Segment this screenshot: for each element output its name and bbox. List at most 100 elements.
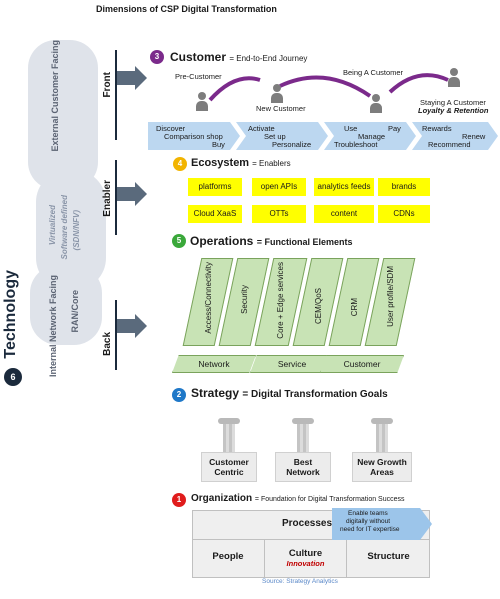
callout-arrow [332,508,432,540]
strategy-subtitle: = Digital Transformation Goals [242,389,388,400]
structure-label: Structure [367,551,410,562]
ecosystem-item: Cloud XaaS [188,205,242,223]
element-security: Security [240,285,249,314]
journey-step-rewards [412,122,498,150]
journey-step-discover [148,122,240,150]
pillar-best-network: Best Network [275,452,331,482]
pillar-icon: Customer Centric [201,418,257,482]
customer-subtitle: = End-to-End Journey [229,54,308,63]
organization-title: Organization [191,493,253,504]
journey-renew: Renew [462,132,486,141]
strategy-title: Strategy [191,386,240,400]
stage-pre-customer: Pre-Customer [175,72,222,81]
stage-staying-customer: Staying A Customer [420,98,486,107]
ecosystem-badge: 4 [173,157,187,171]
ecosystem-title: Ecosystem [191,157,250,169]
pillar-new-growth: New Growth Areas [352,452,412,482]
source-credit: Source: Strategy Analytics [262,578,338,585]
front-line [115,50,117,140]
journey-arcs [208,73,449,102]
layer-front-label: Front [102,72,113,98]
strategy-heading: Strategy = Digital Transformation Goals [191,386,388,400]
back-line [115,300,117,370]
ecosystem-item: content [314,205,374,223]
journey-setup: Set up [264,132,286,141]
journey-personalize: Personalize [272,140,312,149]
stage-new-customer: New Customer [256,104,306,113]
element-crm: CRM [350,298,359,317]
page-title: Dimensions of CSP Digital Transformation [96,4,277,14]
ecosystem-item: analytics feeds [314,178,374,196]
journey-comparison: Comparison shop [164,132,223,141]
ops-base-network: Network [172,355,256,373]
pillar-line: Areas [370,467,394,477]
pillar-line: New Growth [357,457,407,467]
pillar-icon: Best Network [275,418,331,482]
people-cell: People [192,540,264,578]
enabler-line [115,160,117,235]
journey-troubleshoot: Troubleshoot [334,140,378,149]
person-icon [448,68,460,87]
processes-cell [192,510,430,540]
organization-heading: Organization = Foundation for Digital Tr… [191,493,405,504]
ops-base-customer: Customer [320,355,404,373]
ecosystem-item: CDNs [378,205,430,223]
back-arrow-shaft [117,319,135,333]
journey-use: Use [344,124,358,133]
pillar-line: Centric [214,467,244,477]
cloud-lower [30,265,102,345]
callout-line3: need for IT expertise [340,526,400,533]
arrow-right-icon [135,314,147,338]
element-core-edge: Core + Edge services [276,262,285,339]
pillar-customer-centric: Customer Centric [201,452,257,482]
internal-facing-label: Internal Network Facing [48,275,58,378]
person-icon [271,84,283,103]
layer-enabler-label: Enabler [102,180,113,217]
cloud-upper [28,40,98,190]
front-arrow-shaft [117,71,135,85]
pillar-line: Best [293,457,313,467]
customer-title: Customer [170,50,227,64]
arrow-right-icon [135,66,147,90]
pillar-line: Customer [209,457,249,467]
organization-badge: 1 [172,493,186,507]
element-user-profile: User profile/SDM [386,266,395,327]
element-cem-qos: CEM/QoS [314,288,323,325]
operations-subtitle: = Functional Elements [256,237,353,247]
structure-cell: Structure [346,540,430,578]
operations-title: Operations [190,234,254,248]
ecosystem-heading: Ecosystem = Enablers [191,157,291,169]
cloud-sdn-nfv: (SDN/NFV) [72,210,81,251]
person-icon [196,92,208,111]
pillar-line: Network [286,467,320,477]
arrow-right-icon [135,182,147,206]
customer-heading: Customer = End-to-End Journey [170,50,307,64]
ran-core-label: RAN/Core [70,290,80,333]
technology-label: Technology [2,270,19,359]
pillar-icon: New Growth Areas [352,418,412,482]
journey-buy: Buy [212,140,225,149]
operations-badge: 5 [172,234,186,248]
journey-recommend: Recommend [428,140,471,149]
journey-activate: Activate [248,124,275,133]
person-icon [370,94,382,113]
culture-cell: Culture Innovation [264,540,346,578]
journey-pay: Pay [388,124,401,133]
journey-step-use [324,122,416,150]
journey-step-activate [236,122,328,150]
ecosystem-item: brands [378,178,430,196]
ecosystem-item: OTTs [252,205,306,223]
element-access: Access/Connectivity [204,262,213,334]
innovation-label: Innovation [286,559,325,568]
callout-line2: digitally without [346,518,391,525]
journey-discover: Discover [156,124,186,133]
organization-subtitle: = Foundation for Digital Transformation … [254,496,405,503]
enabler-arrow-shaft [117,187,135,201]
stage-staying-sub: Loyalty & Retention [418,106,489,115]
people-label: People [212,551,244,562]
processes-label: Processes [282,518,333,529]
ecosystem-item: platforms [188,178,242,196]
cloud-virtualized: Virtualized [48,205,57,246]
stage-being-customer: Being A Customer [343,68,404,77]
external-facing-label: External Customer Facing [50,40,60,152]
